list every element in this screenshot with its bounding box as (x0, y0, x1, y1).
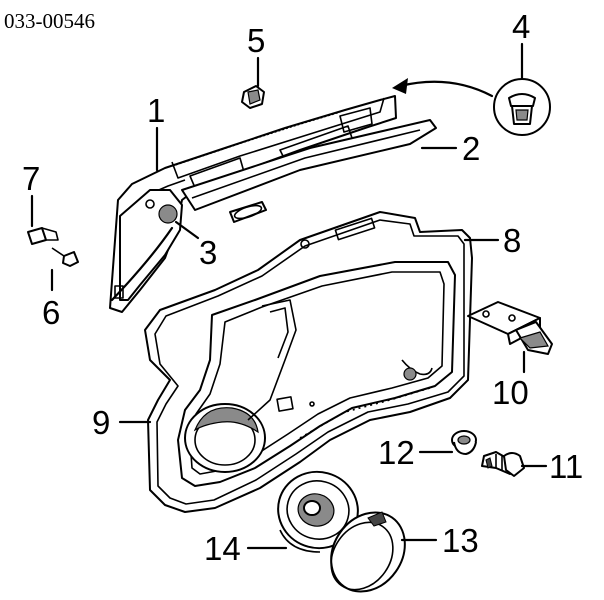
arrow-4-head (392, 78, 408, 94)
callout-3: 3 (199, 234, 217, 271)
callout-6: 6 (42, 294, 60, 331)
push-pin-12 (451, 430, 477, 455)
callout-14: 14 (204, 530, 241, 567)
callout-5: 5 (247, 22, 265, 59)
cap-6 (51, 247, 79, 267)
upper-trim-sill (109, 95, 397, 313)
leader-lines (30, 42, 548, 550)
bracket-10 (467, 301, 553, 355)
part-code: 033-00546 (4, 9, 95, 33)
screw-clip-11 (481, 451, 525, 477)
inner-door-panel (177, 261, 456, 487)
callout-8: 8 (503, 222, 521, 259)
callout-1: 1 (147, 92, 165, 129)
callout-11: 11 (549, 448, 583, 485)
callout-7: 7 (22, 160, 40, 197)
speaker-grille-13 (330, 511, 406, 593)
screw-7 (27, 227, 59, 245)
pull-cup (229, 201, 267, 223)
arrow-4 (398, 80, 494, 98)
callout-12: 12 (378, 434, 415, 471)
speaker-14 (277, 470, 359, 553)
callout-2: 2 (462, 130, 480, 167)
armrest-strip (181, 119, 437, 211)
callout-10: 10 (492, 374, 529, 411)
grommet-4 (493, 78, 551, 136)
callout-4: 4 (512, 8, 530, 45)
callout-9: 9 (92, 404, 110, 441)
clip-5 (241, 85, 265, 109)
callout-13: 13 (442, 522, 479, 559)
